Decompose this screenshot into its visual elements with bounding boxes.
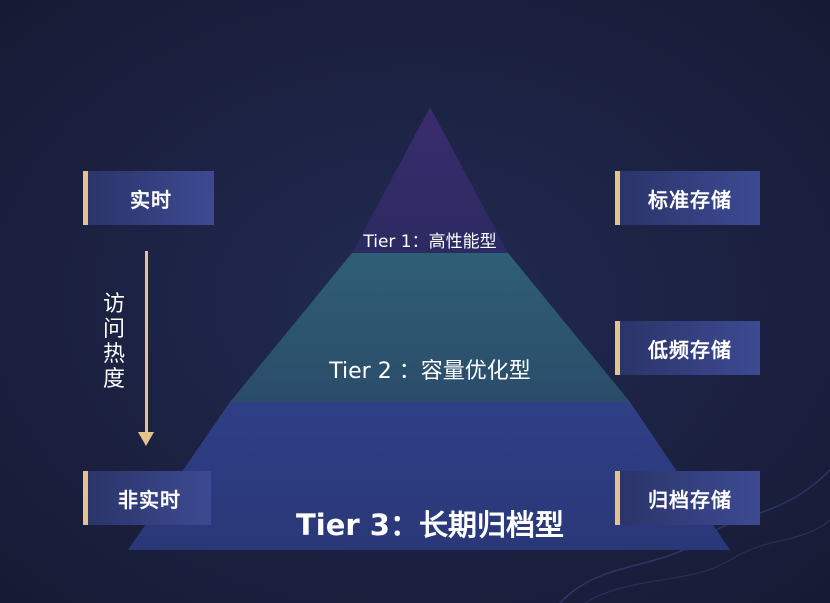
tier2-label: Tier 2 ：容量优化型 [329, 359, 531, 384]
tag-standard-storage-label: 标准存储 [648, 187, 732, 212]
accent-bar [83, 471, 88, 525]
accent-bar [615, 471, 620, 525]
tier1-label: Tier 1：高性能型 [363, 232, 497, 252]
tag-infrequent-storage: 低频存储 [615, 321, 760, 375]
tag-archive-storage-label: 归档存储 [648, 487, 732, 512]
tag-non-realtime: 非实时 [83, 471, 211, 525]
accent-bar [615, 321, 620, 375]
tag-non-realtime-label: 非实时 [118, 487, 181, 512]
access-heat-label: 访问热度 [102, 292, 125, 392]
tag-standard-storage: 标准存储 [615, 171, 760, 225]
accent-bar [83, 171, 88, 225]
arrow-down-icon [138, 432, 154, 446]
tier2-layer [230, 253, 630, 402]
accent-bar [615, 171, 620, 225]
tag-realtime-label: 实时 [130, 187, 172, 212]
tier3-layer [128, 402, 730, 550]
tag-realtime: 实时 [83, 171, 214, 225]
tier1-layer [352, 107, 508, 253]
tag-infrequent-storage-label: 低频存储 [648, 337, 732, 362]
heat-arrow-shaft [145, 251, 148, 435]
tier3-label: Tier 3：长期归档型 [296, 508, 564, 542]
tag-archive-storage: 归档存储 [615, 471, 760, 525]
